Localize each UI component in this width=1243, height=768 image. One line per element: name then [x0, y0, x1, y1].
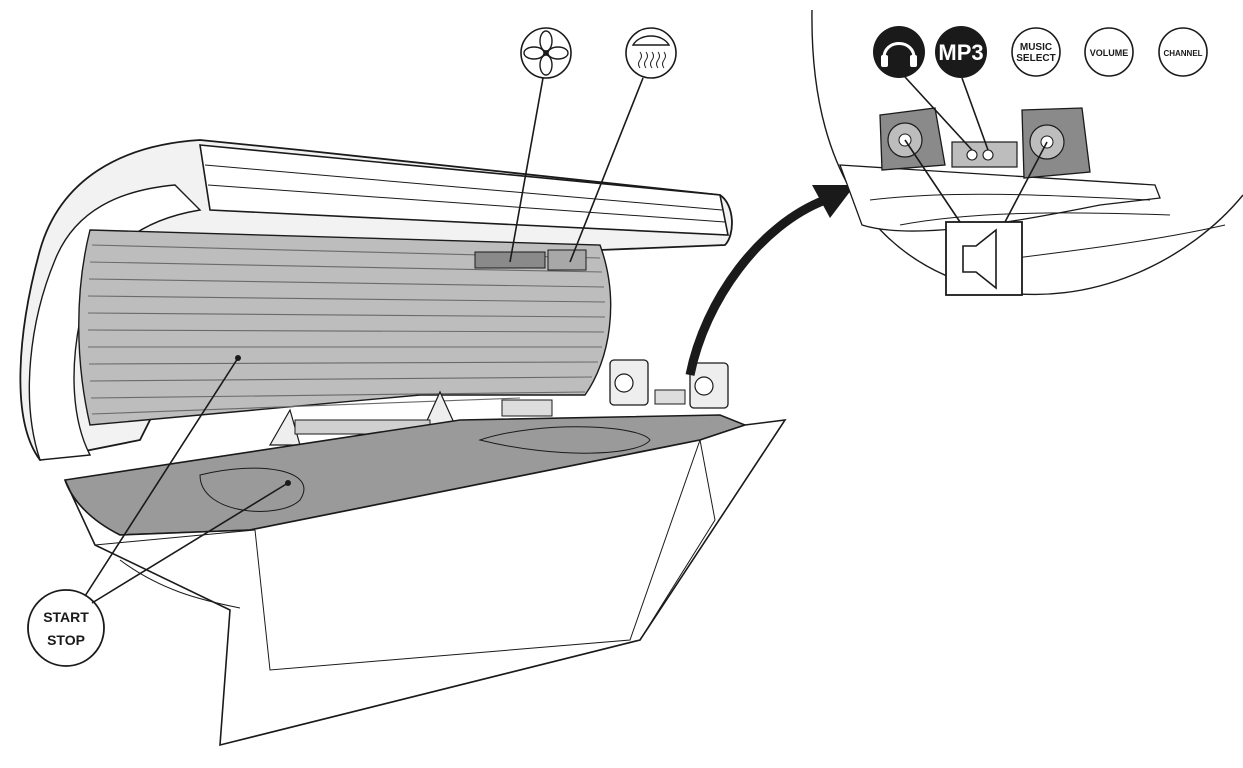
stop-label: STOP	[47, 632, 85, 648]
volume-label: VOLUME	[1090, 48, 1129, 58]
channel-label: CHANNEL	[1163, 49, 1202, 58]
mp3-label: MP3	[938, 40, 983, 65]
headphones-leader-line	[904, 76, 973, 151]
canopy-side-panel	[28, 184, 202, 461]
music-label: MUSIC	[1020, 42, 1052, 53]
heat-leader-line	[569, 77, 644, 263]
fan-leader-line	[509, 77, 544, 263]
channel-button: CHANNEL	[1158, 27, 1208, 77]
zoom-speaker-right	[1021, 107, 1091, 179]
start-label: START	[43, 609, 89, 625]
select-label: SELECT	[1016, 53, 1055, 64]
zoom-speaker-left	[879, 107, 946, 171]
tanning-bed	[19, 139, 787, 747]
canopy-heater	[547, 249, 587, 271]
audio-zoom-detail	[811, 9, 1243, 296]
bed-base	[64, 418, 787, 747]
speaker-icon	[945, 221, 1023, 296]
zoom-jack-panel	[951, 141, 1018, 168]
bed-speaker-right	[689, 362, 729, 409]
bed-audio-panel	[654, 389, 686, 405]
start-stop-leader-bed	[91, 482, 289, 604]
music-select-button: MUSIC SELECT	[1011, 27, 1061, 77]
mp3-leader-line	[961, 77, 989, 151]
headphones-icon	[873, 26, 925, 78]
speaker-leader-left	[904, 139, 961, 223]
bed-control-panel	[501, 399, 553, 417]
speaker-leader-right	[1004, 141, 1048, 223]
volume-button: VOLUME	[1084, 27, 1134, 77]
zoom-arrow	[685, 185, 855, 376]
heat-icon	[625, 27, 677, 79]
start-stop-button: START STOP	[27, 589, 105, 667]
bed-speaker-left	[609, 359, 649, 406]
start-stop-leader-canopy	[84, 357, 239, 597]
lamp-panel	[78, 229, 612, 426]
fan-icon	[520, 27, 572, 79]
mp3-button: MP3	[935, 26, 987, 78]
lamp-tubes	[87, 244, 606, 415]
